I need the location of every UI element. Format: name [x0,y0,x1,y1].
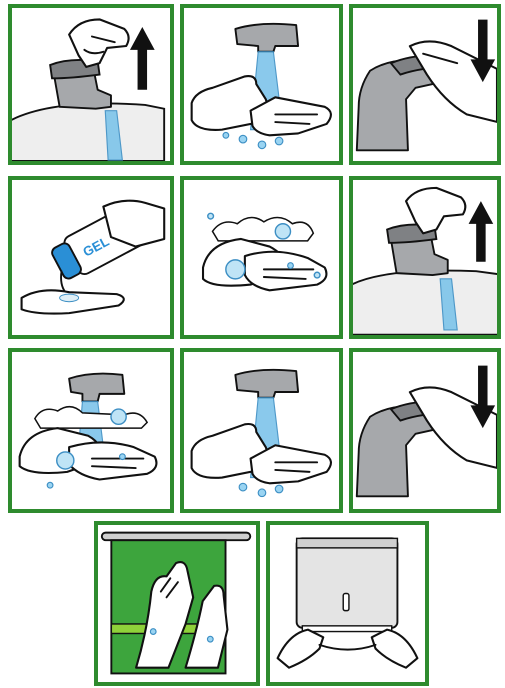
step-11-card [266,521,429,686]
paper-towel-dispenser-icon [270,525,425,682]
turn-off-tap-icon [353,352,497,509]
step-8-card [180,348,343,513]
turn-off-tap-icon [353,8,497,161]
step-3-card [349,4,501,165]
arrow-up-icon [469,201,494,262]
rinse-hands-icon [184,352,339,509]
rinse-hands-icon [12,352,170,509]
turn-on-tap-icon [12,8,170,161]
step-6-card [349,176,501,339]
step-1-card [8,4,174,165]
step-2-card [180,4,343,165]
step-4-card: GEL [8,176,174,339]
step-5-card [180,176,343,339]
arrow-up-icon [130,27,155,90]
step-9-card [349,348,501,513]
wet-hands-icon [184,8,339,161]
step-10-card [94,521,260,686]
dry-with-towel-icon [98,525,256,682]
scrub-hands-icon [184,180,339,335]
step-7-card [8,348,174,513]
turn-on-tap-icon [353,180,497,335]
apply-soap-icon: GEL [12,180,170,335]
